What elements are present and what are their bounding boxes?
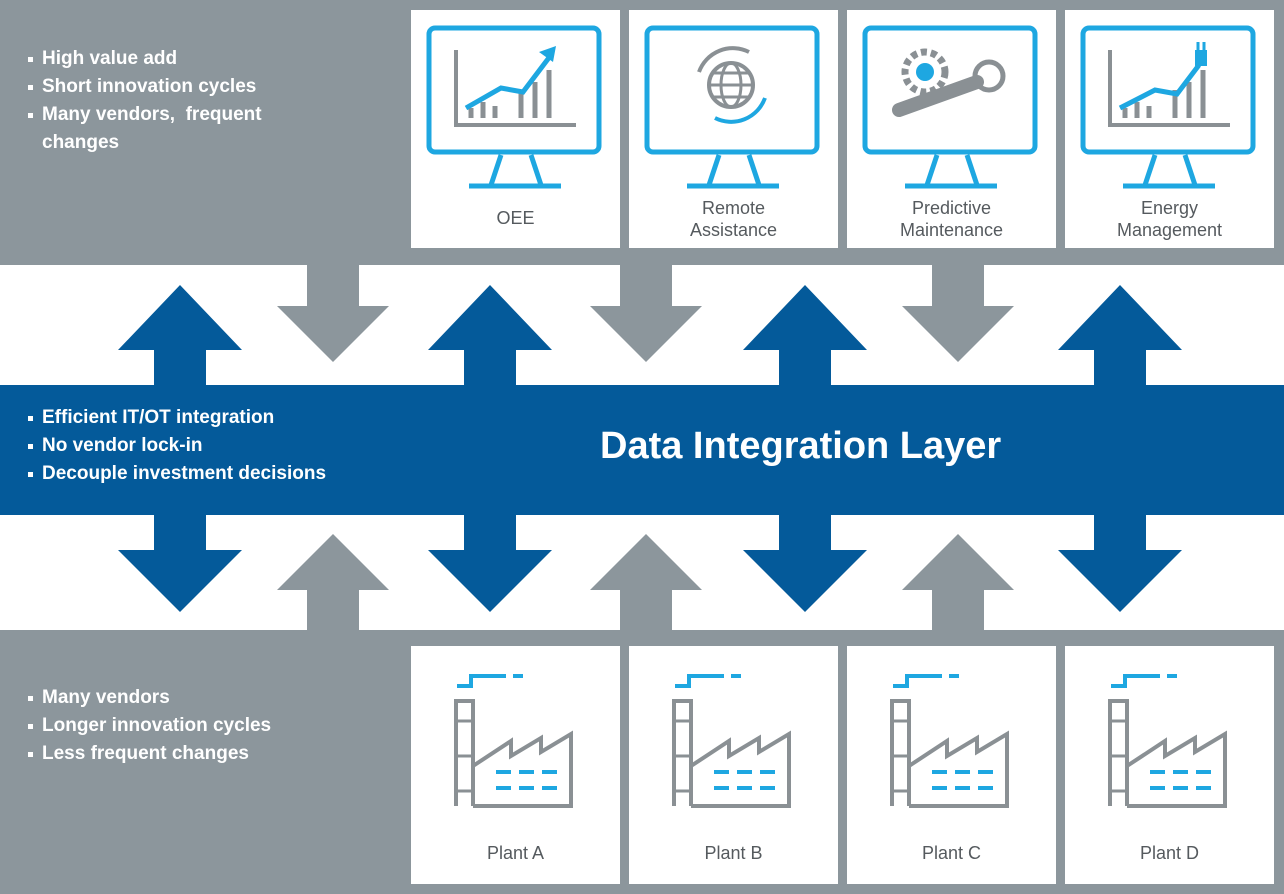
up-arrow	[902, 534, 1014, 630]
plant-card-b: Plant B	[629, 646, 838, 884]
mid-bullet: No vendor lock-in	[28, 432, 408, 460]
app-card-oee: OEE	[411, 10, 620, 248]
factory-icon	[454, 674, 573, 808]
top-bullet: Many vendors, frequent changes	[28, 101, 262, 157]
globe-icon	[644, 25, 820, 189]
double-arrow	[743, 285, 867, 612]
app-label: Energy Management	[1116, 198, 1223, 240]
plant-card-d: Plant D	[1065, 646, 1274, 884]
plant-label: Plant C	[921, 843, 982, 863]
energy-chart-icon	[1080, 25, 1256, 189]
bottom-bullet: Many vendors	[28, 684, 368, 712]
down-arrow	[277, 265, 389, 362]
mid-bullet: Efficient IT/OT integration	[28, 404, 408, 432]
top-bullet-list: High value add Short innovation cycles M…	[28, 45, 368, 157]
chart-icon	[426, 25, 602, 189]
app-card-remote-assistance: Remote Assistance	[629, 10, 838, 248]
top-bullet: High value add	[28, 45, 368, 73]
plant-label: Plant D	[1139, 843, 1200, 863]
layer-title: Data Integration Layer	[600, 425, 1002, 467]
plant-card-c: Plant C	[847, 646, 1056, 884]
down-arrow	[902, 265, 1014, 362]
app-label: OEE	[496, 208, 535, 228]
bottom-bullet-list: Many vendors Longer innovation cycles Le…	[28, 684, 368, 768]
plant-label: Plant A	[486, 843, 545, 863]
app-label: Predictive Maintenance	[899, 198, 1004, 240]
factory-icon	[1108, 674, 1227, 808]
double-arrow	[1058, 285, 1182, 612]
top-bullet: Short innovation cycles	[28, 73, 368, 101]
bottom-bullet: Less frequent changes	[28, 740, 368, 768]
plant-card-a: Plant A	[411, 646, 620, 884]
up-arrow	[590, 534, 702, 630]
factory-icon	[890, 674, 1009, 808]
integration-layer-band	[0, 385, 1284, 515]
mid-bullet: Decouple investment decisions	[28, 460, 408, 488]
app-card-predictive-maintenance: Predictive Maintenance	[847, 10, 1056, 248]
app-label: Remote Assistance	[689, 198, 778, 240]
mid-bullet-list: Efficient IT/OT integration No vendor lo…	[28, 404, 408, 488]
gear-wrench-icon	[862, 25, 1038, 189]
down-arrow	[590, 265, 702, 362]
up-arrow	[277, 534, 389, 630]
bottom-bullet: Longer innovation cycles	[28, 712, 368, 740]
plant-label: Plant B	[704, 843, 763, 863]
double-arrow	[428, 285, 552, 612]
double-arrow	[118, 285, 242, 612]
app-card-energy-management: Energy Management	[1065, 10, 1274, 248]
factory-icon	[672, 674, 791, 808]
